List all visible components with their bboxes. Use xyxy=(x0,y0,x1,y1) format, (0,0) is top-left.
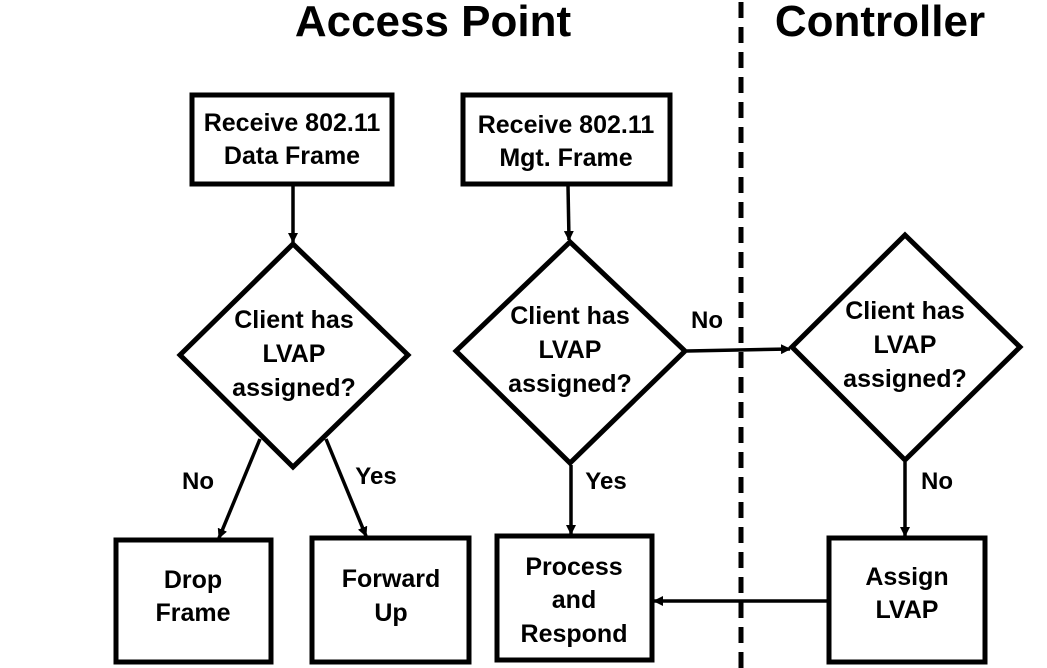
arrow-mgt-no xyxy=(686,344,791,355)
arrow-data-no xyxy=(217,438,262,539)
edge-label-mgt-no: No xyxy=(691,307,723,334)
process-respond-line-3: Respond xyxy=(521,620,628,648)
decision-data-line-1: Client has xyxy=(234,306,353,334)
decision-data-line-3: assigned? xyxy=(232,374,356,402)
drop-frame-line-2: Frame xyxy=(155,599,230,627)
process-respond-line-2: and xyxy=(552,586,596,614)
decision-mgt-line-2: LVAP xyxy=(539,336,602,364)
assign-lvap-line-1: Assign xyxy=(865,563,948,591)
receive-mgt-frame-box: Receive 802.11 Mgt. Frame xyxy=(460,92,673,187)
drop-frame-box: Drop Frame xyxy=(113,537,274,665)
access-point-header: Access Point xyxy=(295,0,572,46)
decision-data-diamond: Client has LVAP assigned? xyxy=(176,240,412,471)
forward-up-line-2: Up xyxy=(374,599,407,627)
arrow-data-yes xyxy=(324,438,368,537)
forward-up-line-1: Forward xyxy=(342,565,441,593)
decision-controller-line-1: Client has xyxy=(845,297,964,325)
receive-data-frame-line-1: Receive 802.11 xyxy=(204,109,381,137)
process-respond-line-1: Process xyxy=(525,553,622,581)
decision-mgt-line-1: Client has xyxy=(510,302,629,330)
decision-controller-line-2: LVAP xyxy=(874,331,937,359)
edge-label-mgt-yes: Yes xyxy=(585,468,626,495)
decision-mgt-line-3: assigned? xyxy=(508,370,632,398)
decision-mgt-diamond: Client has LVAP assigned? xyxy=(452,238,689,467)
drop-frame-line-1: Drop xyxy=(164,566,222,594)
edge-label-data-no: No xyxy=(182,468,214,495)
receive-data-frame-box: Receive 802.11 Data Frame xyxy=(189,92,395,187)
receive-mgt-frame-line-2: Mgt. Frame xyxy=(499,144,632,172)
decision-data-line-2: LVAP xyxy=(263,340,326,368)
edge-label-data-yes: Yes xyxy=(355,463,396,490)
edge-label-ctrl-no: No xyxy=(921,468,953,495)
assign-lvap-box: Assign LVAP xyxy=(826,535,988,665)
controller-header: Controller xyxy=(775,0,985,46)
decision-controller-line-3: assigned? xyxy=(843,365,967,393)
receive-data-frame-line-2: Data Frame xyxy=(224,142,360,170)
assign-lvap-line-2: LVAP xyxy=(876,596,939,624)
decision-controller-diamond: Client has LVAP assigned? xyxy=(788,231,1024,464)
receive-mgt-frame-line-1: Receive 802.11 xyxy=(478,111,655,139)
arrow-recv-mgt-to-decision xyxy=(563,185,574,241)
forward-up-box: Forward Up xyxy=(309,535,472,665)
process-respond-box: Process and Respond xyxy=(494,533,655,663)
